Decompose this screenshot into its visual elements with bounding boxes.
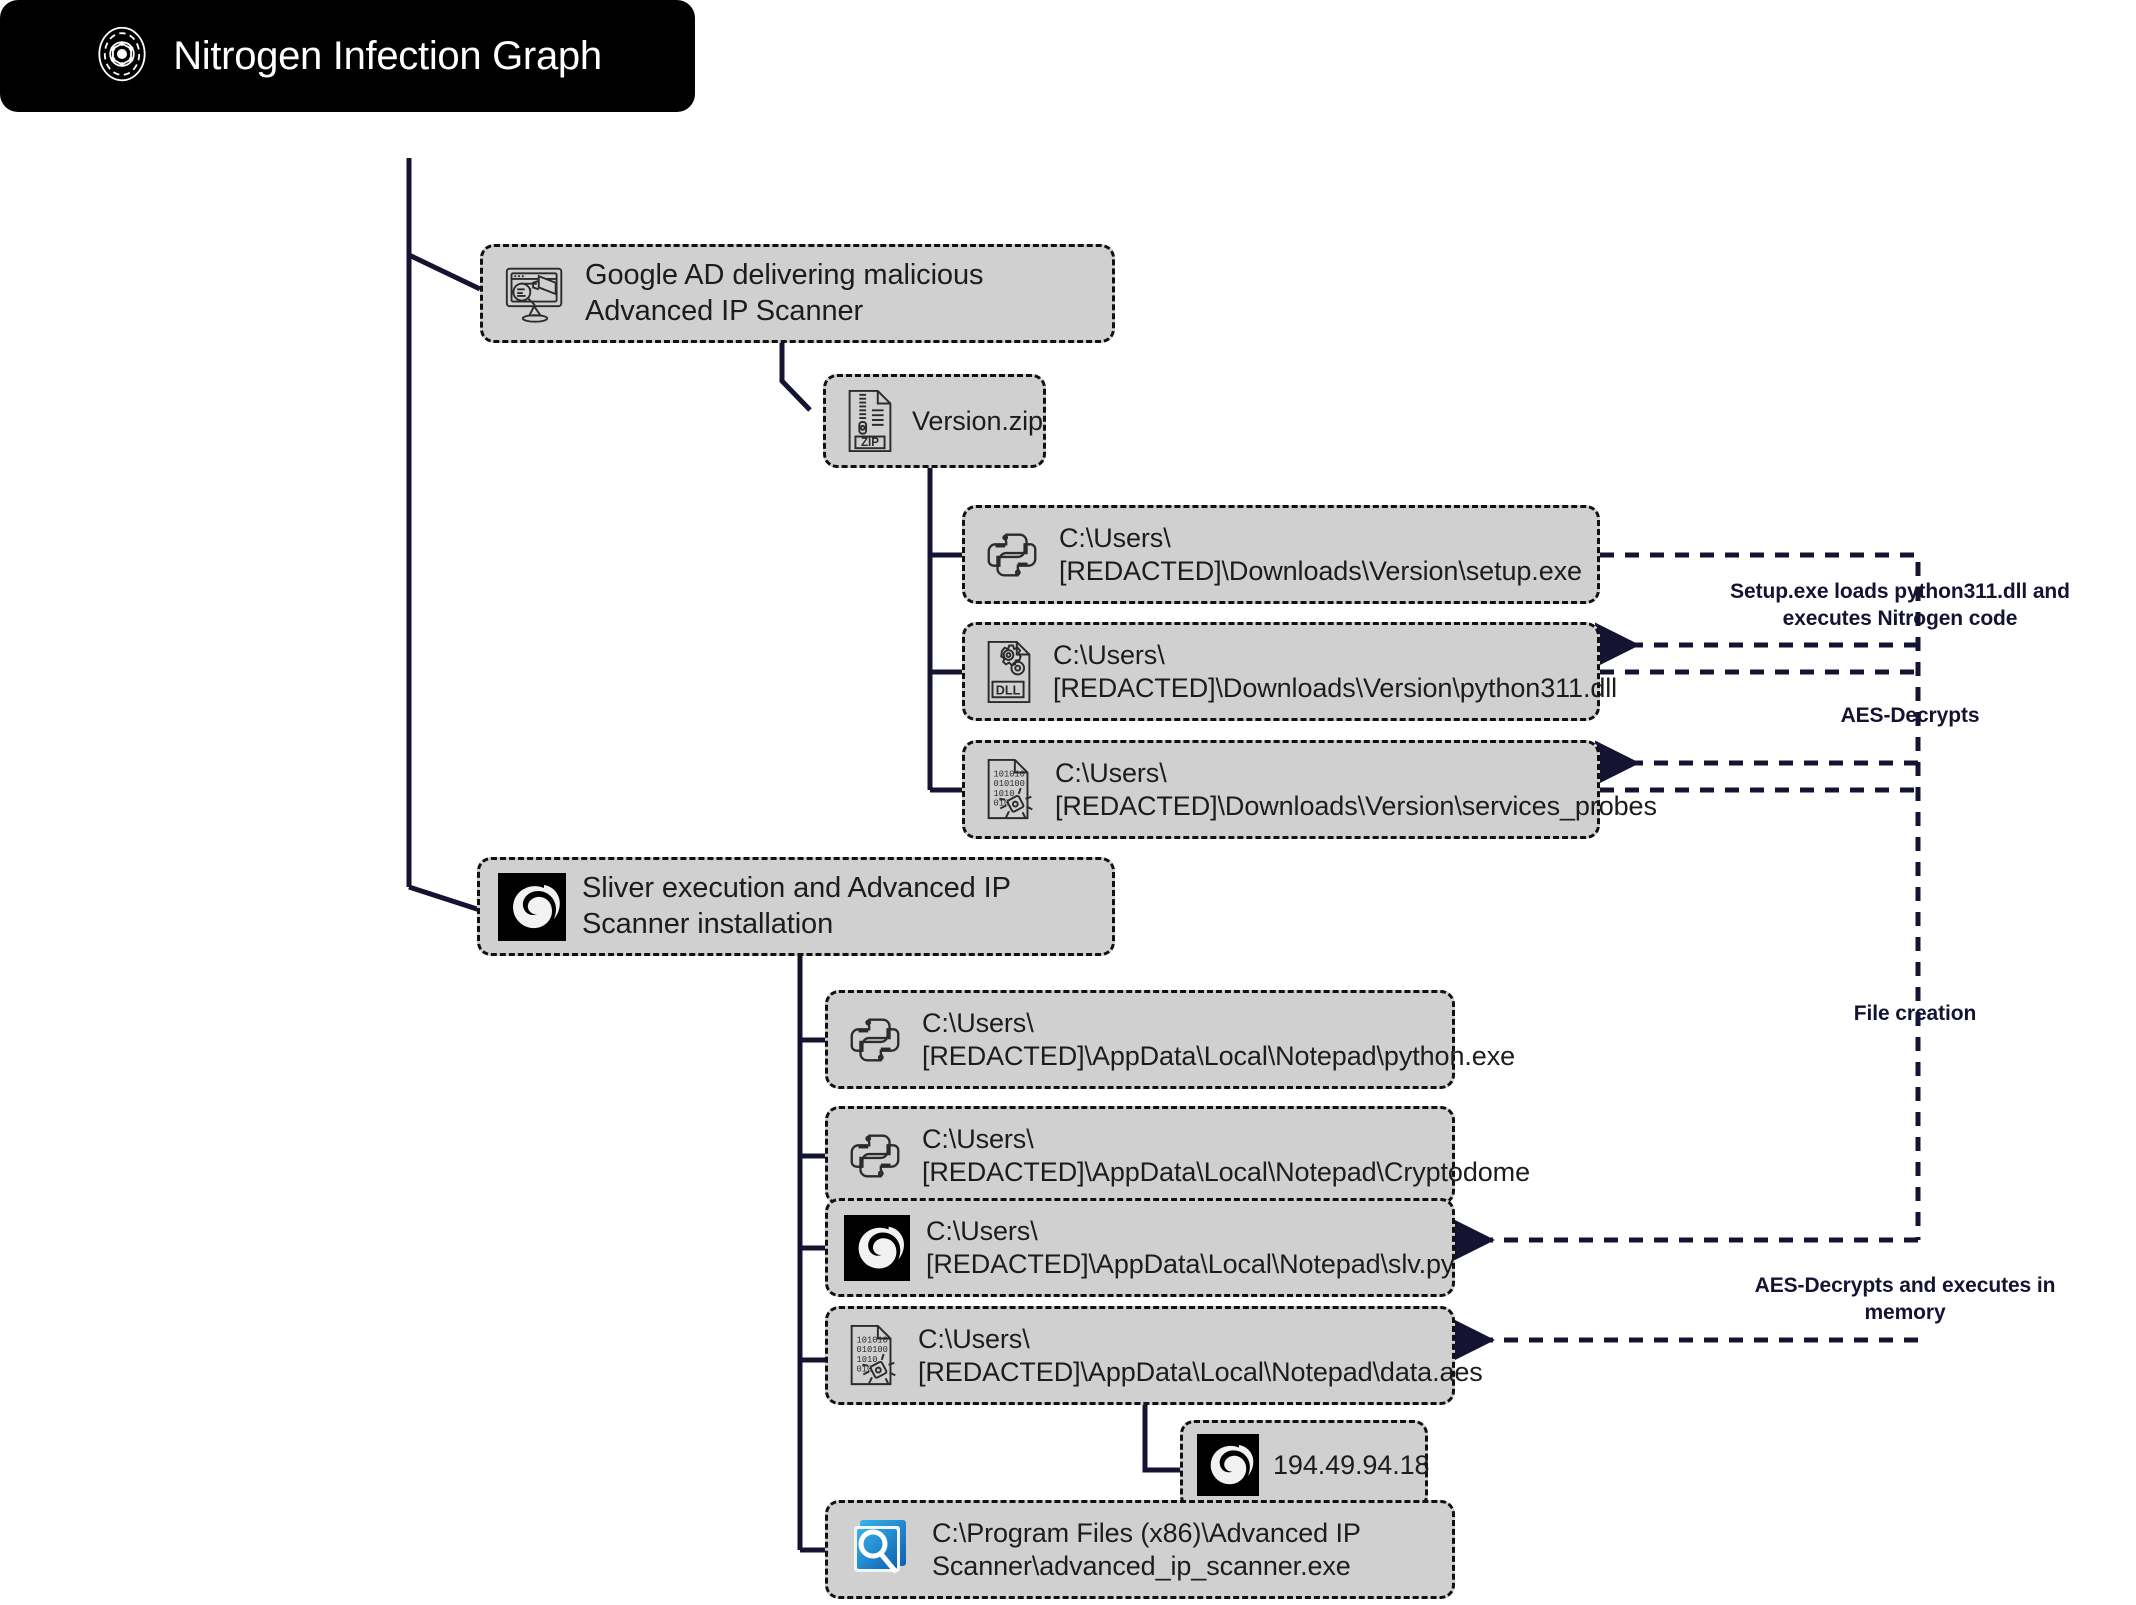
- svg-text:010100: 010100: [857, 1345, 888, 1355]
- node-label: Version.zip: [912, 405, 1043, 436]
- annotation-aes-decrypts-memory: AES-Decrypts and executes in memory: [1754, 1274, 2056, 1325]
- node-label: Google AD delivering malicious Advanced …: [585, 259, 984, 327]
- svg-text:1010: 1010: [994, 788, 1015, 798]
- node-label: C:\Users\ [REDACTED]\Downloads\Version\p…: [1053, 639, 1618, 703]
- node-label: 194.49.94.18: [1273, 1449, 1430, 1480]
- monitor-megaphone-ad-icon: [501, 263, 569, 325]
- node-c2-ip[interactable]: 194.49.94.18: [1180, 1420, 1430, 1510]
- node-notepad-python-exe[interactable]: C:\Users\ [REDACTED]\AppData\Local\Notep…: [825, 990, 1515, 1089]
- node-label: C:\Users\ [REDACTED]\AppData\Local\Notep…: [926, 1215, 1455, 1279]
- node-notepad-data-aes[interactable]: 101010 010100 1010 010 C:\Users\ [REDACT…: [825, 1306, 1483, 1405]
- annotation-file-creation: File creation: [1853, 1002, 1977, 1025]
- node-services-probes[interactable]: 101010 010100 1010 010 C:\Users\ [REDACT…: [962, 740, 1657, 839]
- node-google-ad[interactable]: Google AD delivering malicious Advanced …: [480, 244, 1115, 343]
- python-file-icon: [844, 1009, 906, 1071]
- node-label: C:\Users\ [REDACTED]\AppData\Local\Notep…: [918, 1323, 1483, 1387]
- svg-text:010: 010: [857, 1364, 873, 1374]
- node-label: C:\Users\ [REDACTED]\AppData\Local\Notep…: [922, 1007, 1516, 1071]
- svg-text:ZIP: ZIP: [861, 436, 879, 449]
- node-label: C:\Users\ [REDACTED]\Downloads\Version\s…: [1055, 757, 1657, 821]
- svg-text:DLL: DLL: [996, 683, 1021, 697]
- node-advanced-ip-scanner[interactable]: C:\Program Files (x86)\Advanced IP Scann…: [825, 1500, 1455, 1599]
- node-sliver-execution[interactable]: Sliver execution and Advanced IP Scanner…: [477, 857, 1115, 956]
- binary-malware-file-icon: 101010 010100 1010 010: [844, 1323, 902, 1389]
- graph-title-node: Nitrogen Infection Graph: [0, 0, 695, 112]
- svg-text:101010: 101010: [857, 1335, 888, 1345]
- python-file-icon: [844, 1125, 906, 1187]
- node-notepad-cryptodome[interactable]: C:\Users\ [REDACTED]\AppData\Local\Notep…: [825, 1106, 1530, 1205]
- node-label: C:\Users\[REDACTED]\Downloads\Version\se…: [1059, 522, 1582, 586]
- node-version-zip[interactable]: ZIP Version.zip: [823, 374, 1046, 468]
- python-file-icon: [981, 524, 1043, 586]
- svg-text:1010: 1010: [857, 1354, 878, 1364]
- node-label: C:\Program Files (x86)\Advanced IP Scann…: [932, 1517, 1361, 1581]
- atom-nucleus-icon: [93, 25, 151, 88]
- svg-text:010: 010: [994, 798, 1010, 808]
- advanced-ip-scanner-icon: [844, 1514, 916, 1586]
- sliver-logo-icon: [1197, 1434, 1259, 1496]
- node-setup-exe[interactable]: C:\Users\[REDACTED]\Downloads\Version\se…: [962, 505, 1600, 604]
- sliver-logo-icon: [498, 872, 566, 941]
- svg-text:101010: 101010: [994, 769, 1025, 779]
- sliver-logo-icon: [844, 1214, 910, 1281]
- svg-text:010100: 010100: [994, 779, 1025, 789]
- node-python311-dll[interactable]: DLL C:\Users\ [REDACTED]\Downloads\Versi…: [962, 622, 1617, 721]
- annotation-loads-dll: Setup.exe loads python311.dll and execut…: [1730, 580, 2070, 631]
- node-label: Sliver execution and Advanced IP Scanner…: [582, 872, 1011, 940]
- page-title: Nitrogen Infection Graph: [173, 33, 602, 78]
- zip-file-icon: ZIP: [842, 388, 898, 454]
- dll-gears-file-icon: DLL: [981, 639, 1037, 705]
- binary-malware-file-icon: 101010 010100 1010 010: [981, 757, 1039, 823]
- annotation-aes-decrypts: AES-Decrypts: [1840, 704, 1980, 727]
- node-label: C:\Users\ [REDACTED]\AppData\Local\Notep…: [922, 1123, 1530, 1187]
- node-notepad-slv-py[interactable]: C:\Users\ [REDACTED]\AppData\Local\Notep…: [825, 1198, 1455, 1297]
